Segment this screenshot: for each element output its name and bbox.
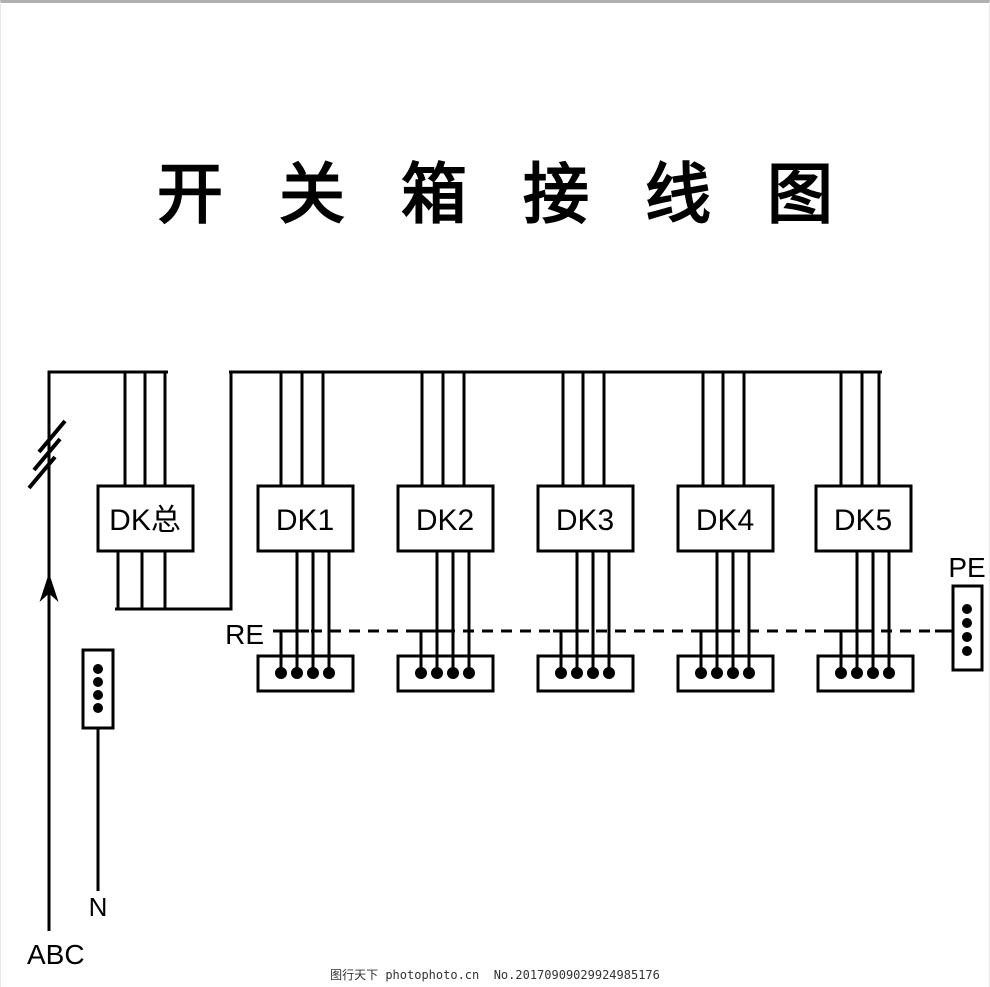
label-dk3: DK3 xyxy=(556,504,614,537)
wiring-diagram-canvas: DK总 DK1 DK2 DK3 DK4 DK5 RE xyxy=(27,370,986,970)
terminal-strip-dk5 xyxy=(816,654,915,693)
distribution-bus xyxy=(115,370,882,611)
page-title: 开关箱接线图 xyxy=(157,159,889,232)
label-dk1: DK1 xyxy=(276,504,334,537)
label-dk2: DK2 xyxy=(416,504,474,537)
terminal-strip-dk3 xyxy=(536,654,635,693)
earth-bus-label: RE xyxy=(225,619,264,650)
neutral-terminal-block xyxy=(81,648,115,730)
dk4-wires xyxy=(701,372,751,673)
neutral-terminal-dots xyxy=(93,664,103,713)
dk1-wires xyxy=(279,372,331,673)
pe-terminal-block xyxy=(951,584,984,672)
switch-box-dk5 xyxy=(814,484,913,553)
incoming-feeder-label: ABC xyxy=(27,939,85,970)
dk3-wires xyxy=(561,372,611,673)
earth-bus-taps xyxy=(273,629,869,673)
watermark-text: 图行天下 photophoto.cn No.201709090299249851… xyxy=(330,968,660,982)
dk2-wires xyxy=(420,372,471,673)
terminal-strip-dk2 xyxy=(396,654,495,693)
terminal-strip-dk4 xyxy=(676,654,775,693)
neutral-label: N xyxy=(89,892,108,922)
dk5-wires xyxy=(839,372,891,673)
earth-bus-line xyxy=(273,629,954,673)
switch-box-dk-main xyxy=(96,484,195,553)
terminal-dots xyxy=(275,667,895,679)
incoming-feeder-line xyxy=(27,370,168,931)
label-dk5: DK5 xyxy=(834,504,892,537)
dk-main-wires xyxy=(116,372,167,609)
flow-arrow-up xyxy=(39,573,59,602)
switch-box-dk2 xyxy=(396,484,495,553)
switch-boxes xyxy=(96,484,913,553)
switch-box-labels: DK总 DK1 DK2 DK3 DK4 DK5 xyxy=(109,504,892,537)
terminal-strip-dk1 xyxy=(256,654,355,693)
label-dk4: DK4 xyxy=(696,504,754,537)
switch-box-dk4 xyxy=(676,484,775,553)
terminal-strips xyxy=(81,584,984,730)
switch-box-dk3 xyxy=(536,484,635,553)
pe-terminal-dots xyxy=(962,604,972,656)
three-phase-slash-marks xyxy=(27,419,67,490)
label-dk-main: DK总 xyxy=(109,504,181,537)
pe-label: PE xyxy=(948,552,985,583)
switch-box-dk1 xyxy=(256,484,355,553)
